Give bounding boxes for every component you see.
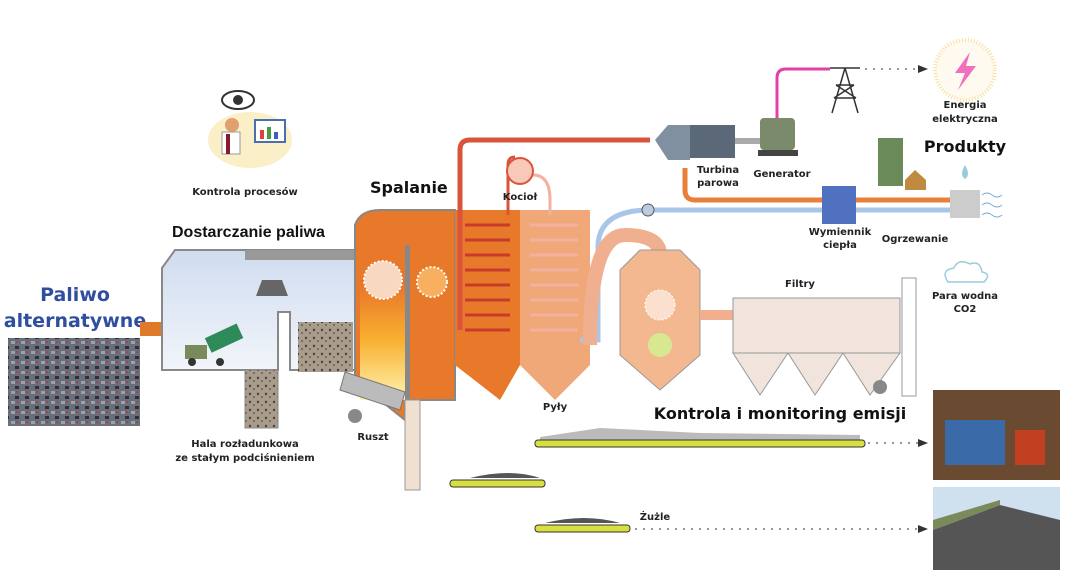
truck-icon — [185, 323, 244, 366]
heat-exchanger-icon — [822, 186, 856, 224]
road-photo — [933, 487, 1060, 570]
fuel-delivery-label: Dostarczanie paliwa — [172, 224, 325, 241]
input-label-line2: alternatywne — [4, 310, 146, 332]
unloading-hall-label-line2: ze stałym podciśnieniem — [175, 452, 314, 464]
boiler-label: Kocioł — [503, 192, 538, 203]
slag-label: Żużle — [640, 509, 671, 523]
water-drop-icon — [962, 165, 968, 179]
hot-water-pipe — [682, 168, 955, 203]
turbine-label-line2: parowa — [697, 178, 739, 189]
turbine-icon — [655, 125, 760, 160]
house-icon — [905, 170, 926, 190]
flue-gas-duct — [583, 227, 667, 346]
unloading-hall-label-line1: Hala rozładunkowa — [191, 439, 299, 450]
electricity-label-line2: elektryczna — [932, 114, 998, 125]
boiler — [455, 137, 650, 400]
steam-co2-label-line1: Para wodna — [932, 291, 998, 302]
furnace — [339, 209, 456, 491]
generator-label: Generator — [753, 169, 810, 180]
combustion-label: Spalanie — [370, 178, 448, 197]
waste-fuel-photo — [8, 338, 140, 426]
building-icon — [878, 138, 903, 186]
slag-conveyor-lower — [534, 524, 631, 533]
chimney — [901, 277, 917, 397]
grate-label: Ruszt — [357, 432, 389, 443]
dust-conveyor — [534, 428, 866, 448]
water-waves-icon — [981, 192, 1003, 218]
water-output-icon — [950, 190, 980, 218]
input-label-line1: Paliwo — [40, 284, 110, 306]
power-tower-icon — [830, 67, 860, 114]
process-control-label: Kontrola procesów — [192, 186, 298, 198]
warehouse-photo — [933, 390, 1060, 480]
dust-label: Pyły — [543, 402, 568, 413]
unloading-hall — [161, 249, 356, 429]
heat-exchanger-label-line1: Wymiennik — [809, 227, 872, 238]
products-label: Produkty — [924, 137, 1007, 156]
steam-co2-label-line2: CO2 — [954, 304, 977, 315]
heating-label: Ogrzewanie — [882, 234, 949, 245]
pump-icon — [641, 203, 655, 217]
filters-label: Filtry — [785, 279, 815, 290]
boiler-drum-icon — [506, 157, 534, 185]
power-line — [775, 67, 830, 118]
heat-exchanger-label-line2: ciepła — [823, 240, 857, 251]
electricity-label-line1: Energia — [944, 100, 987, 111]
filters — [732, 297, 901, 396]
electricity-icon — [933, 38, 997, 102]
emission-control-label: Kontrola i monitoring emisji — [654, 404, 906, 423]
turbine-label-line1: Turbina — [697, 165, 739, 176]
cloud-icon — [944, 261, 989, 283]
slag-conveyor-upper — [449, 479, 546, 488]
generator-icon — [758, 118, 798, 156]
process-control-icon — [208, 90, 292, 168]
